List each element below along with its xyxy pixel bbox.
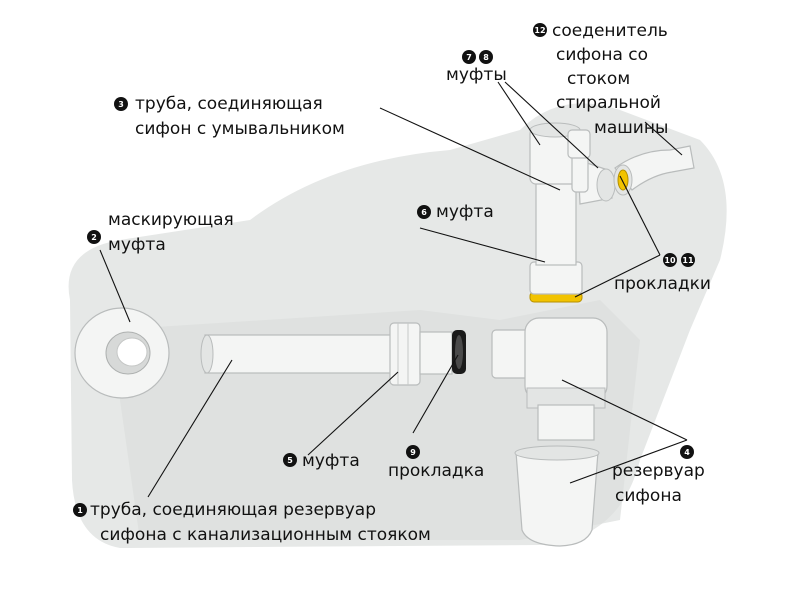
svg-text:9: 9 — [410, 448, 416, 457]
badge-7: 7 — [462, 50, 476, 64]
svg-text:10: 10 — [664, 256, 676, 265]
label-2-line1: маскирующая — [108, 210, 234, 230]
badge-1: 1 — [73, 503, 87, 517]
badge-11: 11 — [681, 253, 695, 267]
horizontal-pipe — [200, 322, 466, 386]
label-9: прокладка — [388, 461, 484, 481]
label-12-line1: соеденитель — [552, 21, 668, 41]
label-4-line1: резервуар — [612, 461, 705, 481]
masking-coupling — [74, 307, 170, 399]
label-11: прокладки — [614, 274, 711, 294]
label-3-line1: труба, соединяющая — [135, 94, 323, 114]
washing-machine-connector — [613, 145, 695, 196]
svg-text:7: 7 — [466, 53, 472, 62]
svg-text:8: 8 — [483, 53, 489, 62]
label-12-line3: стоком — [567, 69, 630, 89]
badge-4: 4 — [680, 445, 694, 459]
svg-text:12: 12 — [534, 26, 545, 35]
svg-text:2: 2 — [91, 233, 97, 242]
badge-6: 6 — [417, 205, 431, 219]
label-12-line2: сифона со — [556, 45, 648, 65]
label-8: муфты — [446, 65, 507, 85]
label-12: соеденитель сифона со стоком стиральной … — [552, 21, 668, 138]
badge-5: 5 — [283, 453, 297, 467]
label-5: муфта — [302, 451, 360, 471]
label-1-line2: сифона с канализационным стояком — [100, 525, 431, 545]
label-2: маскирующая муфта — [108, 210, 234, 255]
label-4-line2: сифона — [615, 486, 682, 506]
leader-lines — [99, 81, 688, 498]
svg-text:3: 3 — [118, 100, 124, 109]
label-1-line1: труба, соединяющая резервуар — [90, 500, 376, 520]
svg-text:5: 5 — [287, 456, 293, 465]
badge-8: 8 — [479, 50, 493, 64]
label-1: труба, соединяющая резервуар сифона с ка… — [90, 500, 431, 545]
svg-text:1: 1 — [77, 506, 83, 515]
badge-2: 2 — [87, 230, 101, 244]
badge-10: 10 — [663, 253, 677, 267]
badge-9: 9 — [406, 445, 420, 459]
label-6: муфта — [436, 202, 494, 222]
label-3-line2: сифон с умывальником — [135, 119, 345, 139]
label-2-line2: муфта — [108, 235, 166, 255]
vertical-pipe — [529, 122, 616, 295]
label-4: резервуар сифона — [612, 461, 705, 506]
svg-text:6: 6 — [421, 208, 427, 217]
label-12-line5: машины — [594, 118, 668, 138]
badge-12: 12 — [533, 23, 547, 37]
svg-text:11: 11 — [682, 256, 694, 265]
svg-text:4: 4 — [684, 448, 690, 457]
label-12-line4: стиральной — [556, 93, 661, 113]
label-3: труба, соединяющая сифон с умывальником — [135, 94, 345, 139]
siphon-parts — [74, 122, 695, 547]
badge-3: 3 — [114, 97, 128, 111]
siphon-reservoir — [491, 317, 608, 547]
